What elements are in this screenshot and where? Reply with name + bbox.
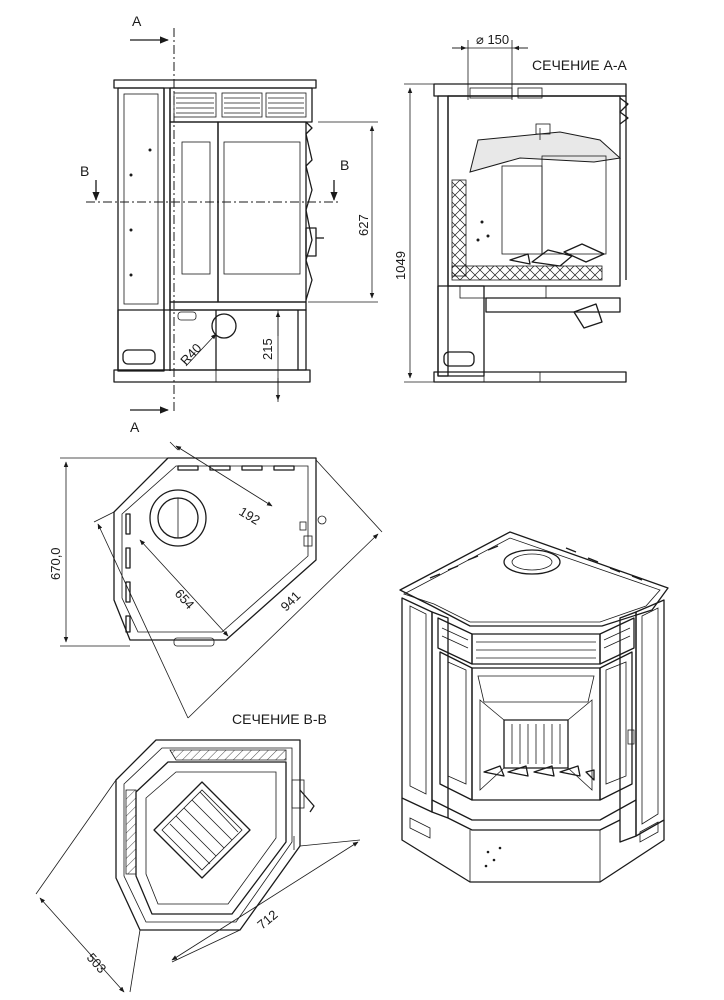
isometric-view bbox=[399, 531, 669, 883]
front-grill bbox=[173, 92, 307, 118]
top-view: 670,0 192 654 941 bbox=[48, 441, 383, 719]
dim-depth: 670,0 bbox=[48, 547, 63, 580]
section-marker-a-top: A bbox=[132, 13, 142, 29]
dim-side-bb: 503 bbox=[84, 950, 110, 976]
dim-door-height: 627 bbox=[356, 214, 371, 236]
section-marker-b-right: B bbox=[340, 157, 349, 173]
front-view: A A B B 627 215 R40 bbox=[80, 13, 378, 435]
section-marker-b-left: B bbox=[80, 163, 89, 179]
dim-front-bb: 712 bbox=[254, 907, 280, 932]
section-aa-view: СЕЧЕНИЕ А-А ⌀ 150 bbox=[393, 32, 629, 383]
dim-outlet-height: 215 bbox=[260, 338, 275, 360]
dim-total-height: 1049 bbox=[393, 251, 408, 280]
dim-flue-diameter: ⌀ 150 bbox=[476, 32, 509, 47]
section-bb-title: СЕЧЕНИЕ В-В bbox=[232, 711, 327, 727]
dim-flue-offset: 192 bbox=[236, 504, 262, 528]
section-aa-title: СЕЧЕНИЕ А-А bbox=[532, 57, 628, 73]
dim-diagonal: 654 bbox=[172, 586, 198, 612]
section-bb-view: СЕЧЕНИЕ В-В 503 712 bbox=[35, 711, 361, 993]
dim-radius: R40 bbox=[177, 340, 204, 368]
section-marker-a-bottom: A bbox=[130, 419, 140, 435]
